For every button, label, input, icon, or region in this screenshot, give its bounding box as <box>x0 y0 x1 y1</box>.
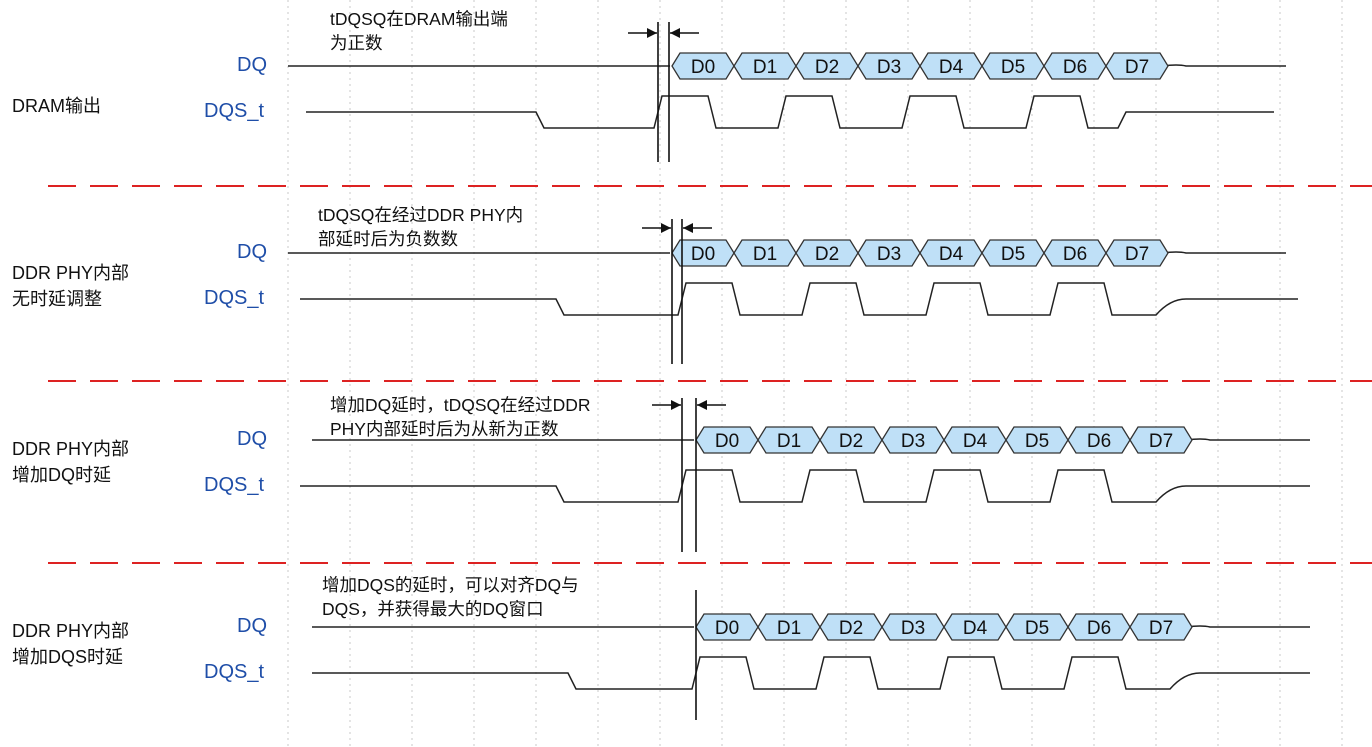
dq-cell-label-2-d5: D5 <box>1001 244 1025 265</box>
dq-cell-2-d7 <box>1105 239 1169 267</box>
annotation-note-4: 增加DQS的延时，可以对齐DQ与 DQS，并获得最大的DQ窗口 <box>322 575 579 619</box>
dq-cell-label-1-d7: D7 <box>1125 57 1149 78</box>
skew-arrowhead-left-1 <box>647 28 657 38</box>
dq-cell-label-1-d5: D5 <box>1001 57 1025 78</box>
dq-cell-label-4-d3: D3 <box>901 618 925 639</box>
skew-arrowhead-right-1 <box>670 28 680 38</box>
annotation-note-1: tDQSQ在DRAM输出端 为正数 <box>330 9 508 53</box>
dqs-label-2: DQS_t <box>204 287 265 309</box>
dqs-label-4: DQS_t <box>204 661 265 683</box>
dq-cell-label-2-d7: D7 <box>1125 244 1149 265</box>
annotation-note-3: 增加DQ延时，tDQSQ在经过DDR PHY内部延时后为从新为正数 <box>330 395 591 439</box>
dqs-waveform-1 <box>306 95 1274 129</box>
dqs-label-3: DQS_t <box>204 474 265 496</box>
dq-cell-label-4-d6: D6 <box>1087 618 1111 639</box>
dq-label-1: DQ <box>237 54 267 76</box>
dq-idle-line-post-4 <box>1185 625 1310 628</box>
dq-idle-line-post-2 <box>1161 251 1286 254</box>
dq-cell-label-3-d5: D5 <box>1025 431 1049 452</box>
dqs-waveform-2 <box>300 282 1298 316</box>
skew-arrowhead-left-3 <box>671 400 681 410</box>
dq-cell-label-1-d1: D1 <box>753 57 777 78</box>
dq-cell-label-2-d6: D6 <box>1063 244 1087 265</box>
dqs-waveform-4 <box>312 656 1310 690</box>
annotation-note-2: tDQSQ在经过DDR PHY内 部延时后为负数数 <box>318 205 524 249</box>
dq-cell-label-2-d2: D2 <box>815 244 839 265</box>
section-label-phy-dq-delay: DDR PHY内部 增加DQ时延 <box>12 439 130 485</box>
dq-cell-label-2-d1: D1 <box>753 244 777 265</box>
dq-cell-label-4-d0: D0 <box>715 618 739 639</box>
skew-arrowhead-right-3 <box>697 400 707 410</box>
skew-arrowhead-left-2 <box>661 223 671 233</box>
dq-cell-label-4-d5: D5 <box>1025 618 1049 639</box>
dq-label-4: DQ <box>237 615 267 637</box>
dq-idle-line-post-1 <box>1161 64 1286 67</box>
dq-cell-label-4-d1: D1 <box>777 618 801 639</box>
dq-cell-label-2-d0: D0 <box>691 244 715 265</box>
dqs-label-1: DQS_t <box>204 100 265 122</box>
dq-cell-label-4-d2: D2 <box>839 618 863 639</box>
dq-cell-label-3-d7: D7 <box>1149 431 1173 452</box>
dq-cell-label-1-d4: D4 <box>939 57 964 78</box>
dq-cell-label-4-d4: D4 <box>963 618 988 639</box>
dq-cell-label-2-d4: D4 <box>939 244 964 265</box>
dq-label-2: DQ <box>237 241 267 263</box>
section-label-phy-dqs-delay: DDR PHY内部 增加DQS时延 <box>12 621 130 667</box>
dq-idle-line-post-3 <box>1185 438 1310 441</box>
dq-cell-label-1-d3: D3 <box>877 57 901 78</box>
dq-cell-label-2-d3: D3 <box>877 244 901 265</box>
dq-cell-label-3-d6: D6 <box>1087 431 1111 452</box>
dq-cell-label-4-d7: D7 <box>1149 618 1173 639</box>
dq-cell-label-3-d2: D2 <box>839 431 863 452</box>
skew-arrowhead-right-2 <box>683 223 693 233</box>
section-label-phy-no-delay: DDR PHY内部 无时延调整 <box>12 263 130 309</box>
dq-cell-1-d7 <box>1105 52 1169 80</box>
dq-cell-4-d7 <box>1129 613 1193 641</box>
dq-cell-label-3-d0: D0 <box>715 431 739 452</box>
section-label-dram-output: DRAM输出 <box>12 96 101 116</box>
dq-cell-label-3-d4: D4 <box>963 431 988 452</box>
dq-cell-label-1-d0: D0 <box>691 57 715 78</box>
dq-cell-3-d7 <box>1129 426 1193 454</box>
dq-cell-label-3-d1: D1 <box>777 431 801 452</box>
dq-label-3: DQ <box>237 428 267 450</box>
dq-cell-label-1-d6: D6 <box>1063 57 1087 78</box>
dq-cell-label-3-d3: D3 <box>901 431 925 452</box>
dqs-waveform-3 <box>300 469 1310 503</box>
dq-cell-label-1-d2: D2 <box>815 57 839 78</box>
